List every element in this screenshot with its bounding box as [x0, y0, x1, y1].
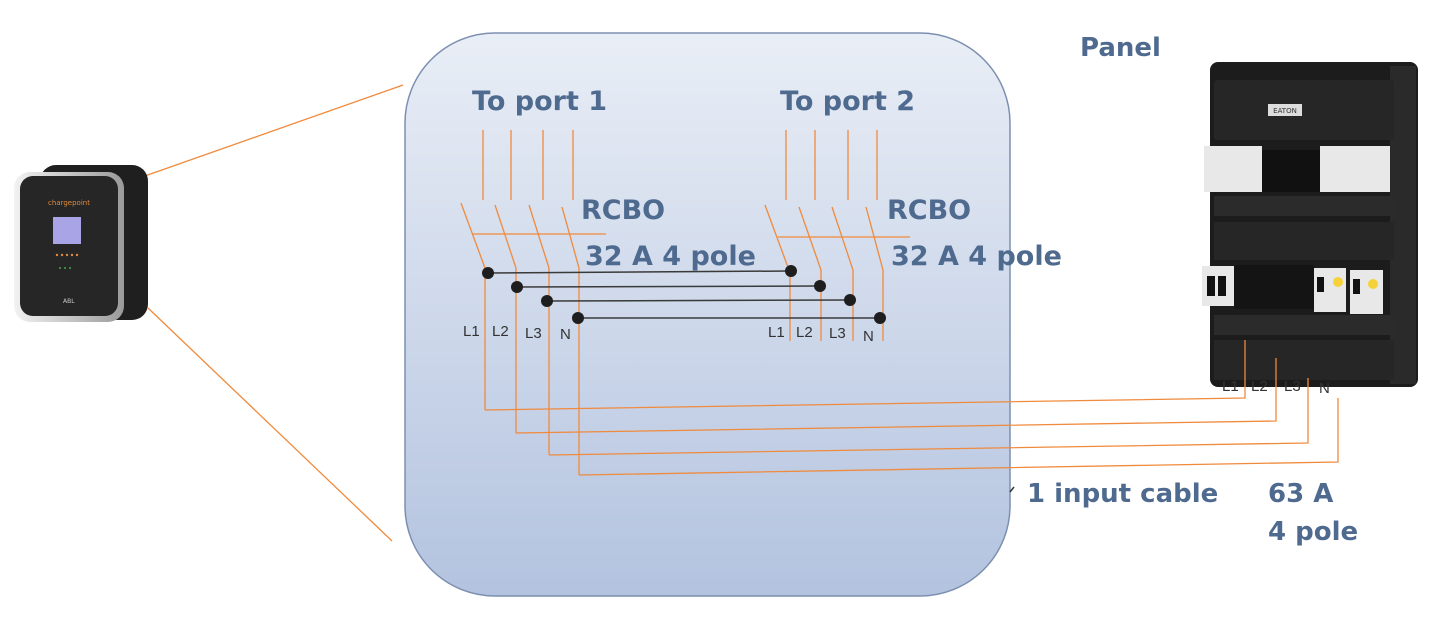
panel-label: Panel: [1080, 33, 1161, 63]
main-rating-amps: 63 A: [1268, 479, 1333, 509]
junction-dot: [541, 295, 553, 307]
charger-image: chargepoint ABL: [14, 165, 148, 322]
junction-dot: [572, 312, 584, 324]
junction-dot: [482, 267, 494, 279]
panel-terminal-l2: L2: [1251, 378, 1268, 395]
rcbo-1-symbol: [460, 130, 606, 475]
junction-dot: [814, 280, 826, 292]
input-cable-pointer: [1009, 486, 1015, 493]
port1-terminal-l1: L1: [463, 323, 480, 340]
rcbo-2-symbol: [764, 130, 910, 341]
port1-terminal-l2: L2: [492, 323, 509, 340]
callout-line-top: [141, 84, 404, 178]
panel-image: EATON: [1202, 62, 1418, 387]
distribution-box: [404, 32, 1011, 597]
port2-terminal-l2: L2: [796, 324, 813, 341]
port1-terminal-n: N: [560, 326, 571, 343]
junction-dot: [844, 294, 856, 306]
panel-brand: EATON: [1273, 107, 1297, 115]
port1-terminal-l3: L3: [525, 325, 542, 342]
input-wires: [484, 340, 1339, 476]
panel-terminal-n: N: [1319, 380, 1330, 397]
bus-links: [482, 265, 886, 324]
callout-line-bottom: [147, 307, 393, 542]
panel-terminal-l1: L1: [1222, 378, 1239, 395]
rcbo-1-rating: 32 A 4 pole: [585, 241, 756, 272]
port2-terminal-l1: L1: [768, 324, 785, 341]
panel-terminal-l3: L3: [1284, 378, 1301, 395]
to-port-1-label: To port 1: [472, 86, 607, 117]
rcbo-2-label: RCBO: [887, 195, 971, 226]
to-port-2-label: To port 2: [780, 86, 915, 117]
port2-terminal-n: N: [863, 328, 874, 345]
port2-terminal-l3: L3: [829, 325, 846, 342]
input-cable-label: 1 input cable: [1027, 479, 1218, 509]
rcbo-2-rating: 32 A 4 pole: [891, 241, 1062, 272]
rcbo-1-label: RCBO: [581, 195, 665, 226]
main-rating-poles: 4 pole: [1268, 517, 1358, 547]
junction-dot: [785, 265, 797, 277]
junction-dot: [874, 312, 886, 324]
charger-logo: chargepoint: [48, 199, 90, 207]
junction-dot: [511, 281, 523, 293]
charger-maker: ABL: [63, 298, 75, 305]
